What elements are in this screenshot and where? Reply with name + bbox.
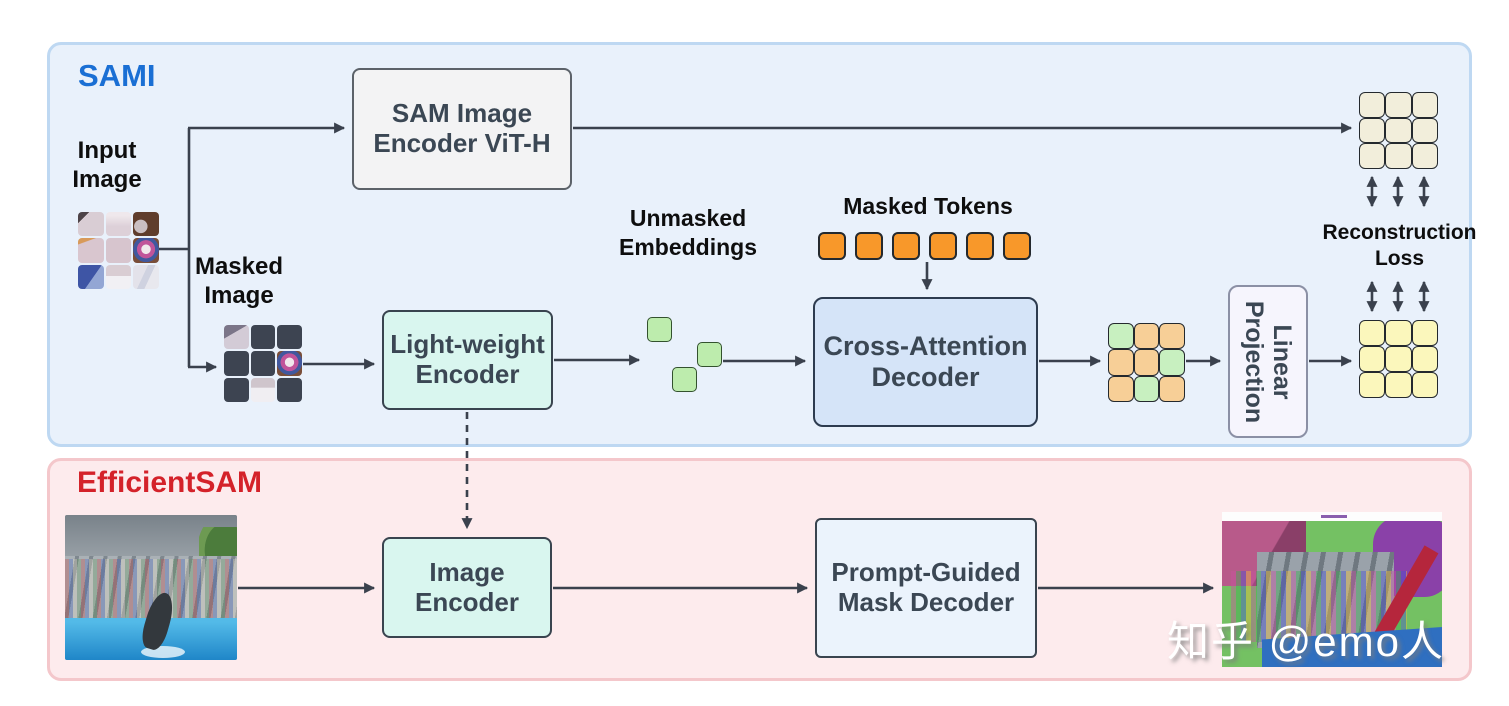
masked-tokens-row (818, 232, 1031, 260)
linear-projection-box: Linear Projection (1228, 285, 1308, 438)
decoder-output-grid (1108, 323, 1185, 402)
input-image-patch (105, 212, 132, 237)
masked-image-mask-cell (277, 377, 302, 402)
grid-cell (1411, 346, 1438, 372)
masked-image-mask-cell (250, 351, 276, 376)
input-image-patch (133, 212, 159, 237)
masked-image-visible-patch (250, 377, 276, 402)
input-image-patch (133, 264, 159, 289)
grid-cell (1359, 346, 1386, 372)
input-image-label: Input Image (72, 137, 142, 194)
sam-image-encoder-box: SAM Image Encoder ViT-H (352, 68, 572, 190)
prompt-guided-mask-decoder-label: Prompt-Guided Mask Decoder (831, 557, 1021, 617)
grid-cell (1359, 117, 1386, 144)
segmentation-output-image (1222, 512, 1442, 667)
cross-attention-decoder-label: Cross-Attention Decoder (823, 330, 1028, 392)
masked-image-visible-patch (224, 325, 249, 350)
grid-cell (1108, 375, 1134, 402)
masked-image-mask-cell (277, 325, 302, 350)
masked-token (966, 232, 994, 260)
grid-cell (1133, 323, 1160, 350)
masked-token (892, 232, 920, 260)
projected-token-grid (1359, 320, 1438, 398)
unmasked-embedding (697, 342, 722, 367)
cross-attention-decoder-box: Cross-Attention Decoder (813, 297, 1038, 427)
grid-cell (1385, 92, 1412, 118)
grid-cell (1359, 92, 1386, 118)
grid-cell (1108, 323, 1134, 350)
grid-cell (1385, 372, 1412, 398)
masked-token (1003, 232, 1031, 260)
grid-cell (1385, 117, 1412, 144)
grid-cell (1359, 372, 1386, 398)
segmentation-header-label (1321, 515, 1347, 518)
masked-image-visible-patch (277, 351, 302, 376)
input-image-patch (78, 264, 104, 289)
masked-image-mask-cell (224, 377, 249, 402)
masked-token (855, 232, 883, 260)
grid-cell (1108, 349, 1134, 376)
sam-image-encoder-label: SAM Image Encoder ViT-H (373, 98, 551, 158)
input-image-patch (133, 238, 159, 263)
masked-tokens-label: Masked Tokens (843, 193, 1013, 219)
unmasked-embedding (672, 367, 697, 392)
watermark: 知乎 @emo人 (1166, 618, 1445, 665)
input-image (78, 212, 159, 289)
grid-cell (1385, 346, 1412, 372)
lightweight-encoder-label: Light-weight Encoder (390, 329, 545, 389)
lightweight-encoder-box: Light-weight Encoder (382, 310, 553, 410)
grid-cell (1159, 349, 1185, 376)
grid-cell (1359, 143, 1386, 169)
reconstruction-loss-label: Reconstruction Loss (1322, 221, 1477, 271)
grid-cell (1133, 375, 1160, 402)
grid-cell (1411, 372, 1438, 398)
grid-cell (1359, 320, 1386, 346)
grid-cell (1411, 92, 1438, 118)
grid-cell (1159, 323, 1185, 350)
linear-projection-label: Linear Projection (1240, 300, 1297, 423)
grid-cell (1385, 143, 1412, 169)
masked-token (818, 232, 846, 260)
input-image-patch (105, 238, 132, 263)
efficientsam-title: EfficientSAM (77, 466, 263, 499)
input-image-patch (78, 212, 104, 237)
target-token-grid (1359, 92, 1438, 169)
image-encoder-box: Image Encoder (382, 537, 552, 638)
grid-cell (1411, 143, 1438, 169)
unmasked-embeddings-label: Unmasked Embeddings (618, 205, 757, 261)
grid-cell (1133, 349, 1160, 376)
masked-image-mask-cell (224, 351, 249, 376)
masked-token (929, 232, 957, 260)
masked-image-mask-cell (250, 325, 276, 350)
prompt-guided-mask-decoder-box: Prompt-Guided Mask Decoder (815, 518, 1037, 658)
input-image-patch (105, 264, 132, 289)
masked-image-label: Masked Image (194, 253, 284, 310)
efficientsam-input-photo (65, 515, 237, 660)
input-image-patch (78, 238, 104, 263)
unmasked-embedding (647, 317, 672, 342)
sami-title: SAMI (78, 58, 156, 93)
grid-cell (1411, 117, 1438, 144)
image-encoder-label: Image Encoder (414, 556, 520, 617)
masked-image (224, 325, 302, 402)
grid-cell (1411, 320, 1438, 346)
grid-cell (1385, 320, 1412, 346)
grid-cell (1159, 375, 1185, 402)
